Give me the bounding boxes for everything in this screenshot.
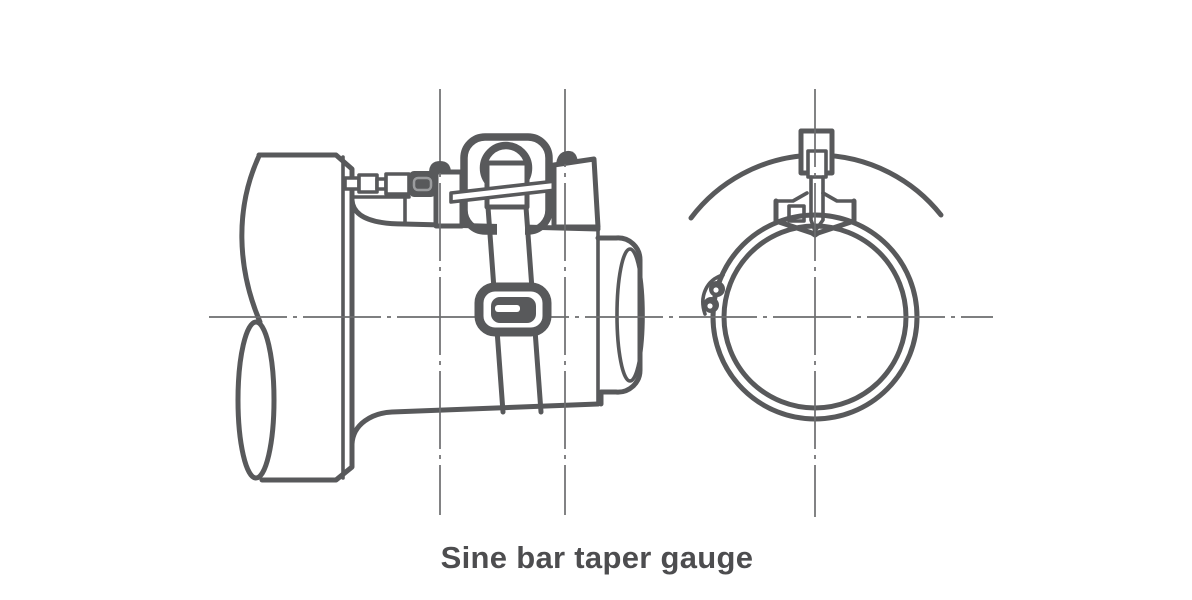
small-shaft-end xyxy=(595,235,643,407)
right-post xyxy=(551,156,601,230)
left-post-dome xyxy=(429,161,451,173)
strap-buckle xyxy=(474,282,552,337)
dark-details xyxy=(429,150,725,337)
right-post-dome xyxy=(556,150,578,165)
buckle-bulge xyxy=(701,273,725,316)
buckle-pins xyxy=(703,281,725,313)
end-view xyxy=(688,128,944,422)
figure-caption: Sine bar taper gauge xyxy=(441,540,754,575)
micrometer-tip xyxy=(343,176,361,191)
shaft-break-curve xyxy=(239,153,263,325)
small-shaft-break-ellipse xyxy=(615,247,645,383)
micrometer-barrel xyxy=(384,172,411,196)
shaft-break-ellipse xyxy=(235,319,277,481)
post-inner-block xyxy=(806,149,828,179)
spindle-flange xyxy=(235,152,355,483)
bracket-step xyxy=(787,204,806,223)
micrometer-head xyxy=(343,171,436,225)
indicator-post xyxy=(798,128,835,233)
